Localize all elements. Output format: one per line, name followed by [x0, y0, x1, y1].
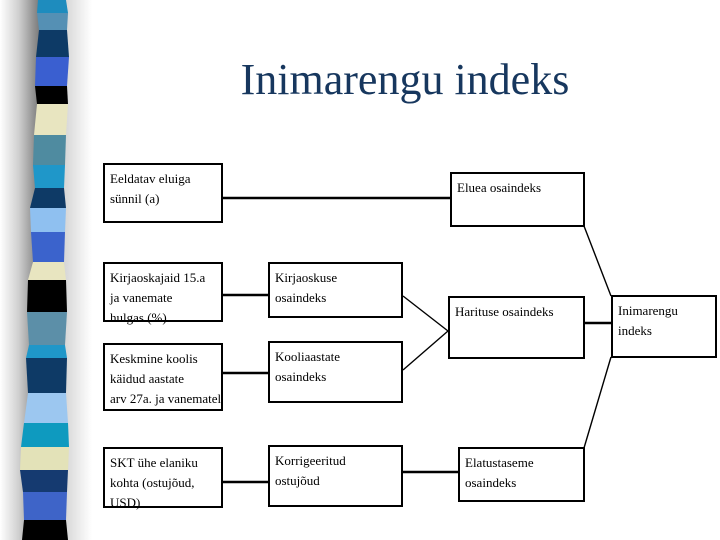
connector-elatustaseme-inimarengu: [583, 356, 612, 449]
connector-kooliaastate-harituse: [402, 330, 449, 371]
node-keskmine-koolis: Keskmine koolis käidud aastate arv 27a. …: [103, 343, 223, 411]
node-eeldatav-eluiga: Eeldatav eluiga sünnil (a): [103, 163, 223, 223]
sidebar-ribbon: [0, 0, 92, 540]
node-elatustaseme-osaindeks: Elatustaseme osaindeks: [458, 447, 585, 502]
connector-kirjaoskuse-harituse: [402, 295, 449, 332]
slide-title: Inimarengu indeks: [240, 55, 570, 104]
node-inimarengu-indeks: Inimarengu indeks: [611, 295, 717, 358]
node-eluea-osaindeks: Eluea osaindeks: [450, 172, 585, 227]
node-kooliaastate-osaindeks: Kooliaastate osaindeks: [268, 341, 403, 403]
node-harituse-osaindeks: Harituse osaindeks: [448, 296, 585, 359]
connector-eluea-inimarengu: [583, 225, 612, 297]
node-skt-elaniku-kohta: SKT ühe elaniku kohta (ostujõud, USD): [103, 447, 223, 510]
node-kirjaoskajaid: Kirjaoskajaid 15.a ja vanemate hulgas (%…: [103, 262, 223, 325]
node-korrigeeritud-ostujoud: Korrigeeritud ostujõud: [268, 445, 403, 507]
node-kirjaoskuse-osaindeks: Kirjaoskuse osaindeks: [268, 262, 403, 318]
ribbon-color-segments: [20, 0, 69, 540]
